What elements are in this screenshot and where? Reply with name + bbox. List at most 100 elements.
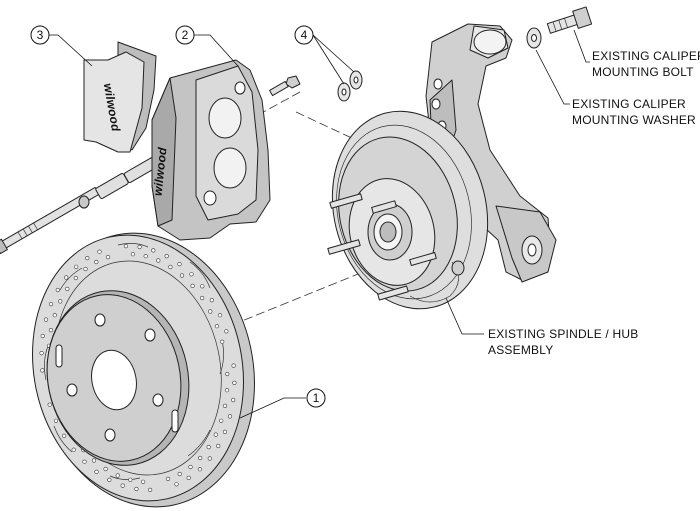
drill-hole: [225, 371, 230, 377]
existing-spindle-hub-assembly: [327, 23, 557, 310]
drill-hole: [65, 286, 70, 292]
drill-hole: [85, 256, 90, 261]
drill-hole: [222, 429, 228, 435]
label-line: EXISTING SPINDLE / HUB: [488, 327, 638, 341]
drill-hole: [213, 432, 218, 437]
label-line: EXISTING CALIPER: [572, 97, 686, 111]
drill-hole: [151, 248, 156, 253]
drill-hole: [53, 418, 59, 423]
existing-caliper-mounting-washer: [526, 27, 542, 49]
drill-hole: [168, 264, 173, 270]
drill-hole: [48, 302, 54, 307]
drill-hole: [130, 252, 135, 257]
brake-pads: wilwood: [83, 41, 157, 153]
drill-hole: [188, 464, 193, 470]
washers: [337, 70, 363, 102]
drill-hole: [220, 339, 225, 344]
drill-hole: [209, 298, 214, 303]
drill-hole: [216, 443, 221, 449]
drill-hole: [39, 351, 44, 356]
drill-hole: [197, 467, 202, 472]
drill-hole: [123, 244, 128, 249]
label-existing-caliper-mounting-bolt: EXISTING CALIPER MOUNTING BOLT: [592, 49, 700, 79]
drill-hole: [64, 275, 69, 280]
drill-hole: [208, 309, 213, 314]
drill-hole: [177, 471, 182, 477]
drill-hole: [107, 477, 112, 483]
drill-hole: [47, 402, 52, 407]
drill-hole: [73, 275, 78, 281]
callout-number: 1: [313, 391, 320, 405]
drill-hole: [177, 262, 182, 267]
drill-hole: [115, 473, 120, 478]
drill-hole: [217, 313, 223, 318]
drill-hole: [156, 258, 161, 263]
drill-hole: [71, 447, 76, 452]
drill-hole: [206, 445, 211, 450]
label-line: MOUNTING BOLT: [592, 65, 694, 79]
drill-hole: [48, 328, 54, 333]
drill-hole: [224, 329, 229, 334]
drill-hole: [198, 455, 203, 461]
leader-lines: [49, 29, 590, 419]
drill-hole: [52, 313, 57, 318]
drill-hole: [82, 459, 87, 464]
drill-hole: [137, 244, 142, 250]
drill-hole: [148, 487, 153, 493]
alignment-lines: [231, 91, 369, 326]
drill-hole: [232, 380, 237, 386]
drill-hole: [94, 469, 99, 475]
drill-hole: [40, 368, 45, 373]
callout-1: 1: [306, 388, 326, 408]
callout-number: 4: [301, 28, 308, 42]
drill-hole: [58, 299, 63, 304]
label-line: ASSEMBLY: [488, 343, 553, 357]
drill-hole: [55, 287, 60, 293]
wheel-studs: [327, 193, 437, 301]
drill-hole: [141, 479, 146, 484]
callout-3: 3: [30, 25, 50, 45]
drill-hole: [189, 272, 194, 277]
existing-caliper-mounting-bolt: [546, 6, 593, 34]
drill-hole: [190, 283, 195, 289]
drill-hole: [186, 475, 191, 481]
drill-hole: [43, 317, 49, 322]
drill-hole: [222, 403, 228, 409]
brake-caliper: wilwood: [151, 59, 301, 241]
drill-hole: [97, 249, 102, 254]
drill-hole: [83, 266, 88, 272]
caliper-brand-logo: wilwood: [151, 146, 170, 196]
drill-hole: [200, 284, 205, 289]
drill-hole: [61, 433, 67, 439]
callout-number: 2: [182, 28, 189, 42]
label-line: EXISTING CALIPER: [592, 49, 700, 63]
drill-hole: [103, 466, 108, 472]
drill-hole: [207, 456, 212, 461]
label-existing-spindle-hub-assembly: EXISTING SPINDLE / HUB ASSEMBLY: [488, 327, 638, 357]
callout-number: 3: [37, 28, 44, 42]
brake-rotor: [32, 232, 255, 508]
drill-hole: [120, 483, 125, 488]
drill-hole: [165, 476, 171, 482]
drill-hole: [179, 273, 185, 278]
drill-hole: [164, 254, 169, 259]
drill-hole: [143, 254, 148, 259]
drill-hole: [214, 324, 220, 329]
label-line: MOUNTING WASHER: [572, 113, 696, 127]
drill-hole: [227, 414, 233, 419]
callout-2: 2: [175, 25, 195, 45]
drill-hole: [231, 397, 236, 403]
drill-hole: [128, 477, 133, 482]
drill-hole: [73, 264, 79, 269]
drill-hole: [174, 482, 179, 487]
drill-hole: [200, 295, 205, 301]
drill-hole: [94, 259, 99, 265]
drill-hole: [219, 418, 224, 423]
label-existing-caliper-mounting-washer: EXISTING CALIPER MOUNTING WASHER: [572, 97, 696, 127]
drill-hole: [231, 363, 236, 368]
callout-4: 4: [294, 25, 314, 45]
drill-hole: [224, 388, 230, 393]
drill-hole: [40, 333, 45, 339]
drill-hole: [134, 486, 139, 492]
